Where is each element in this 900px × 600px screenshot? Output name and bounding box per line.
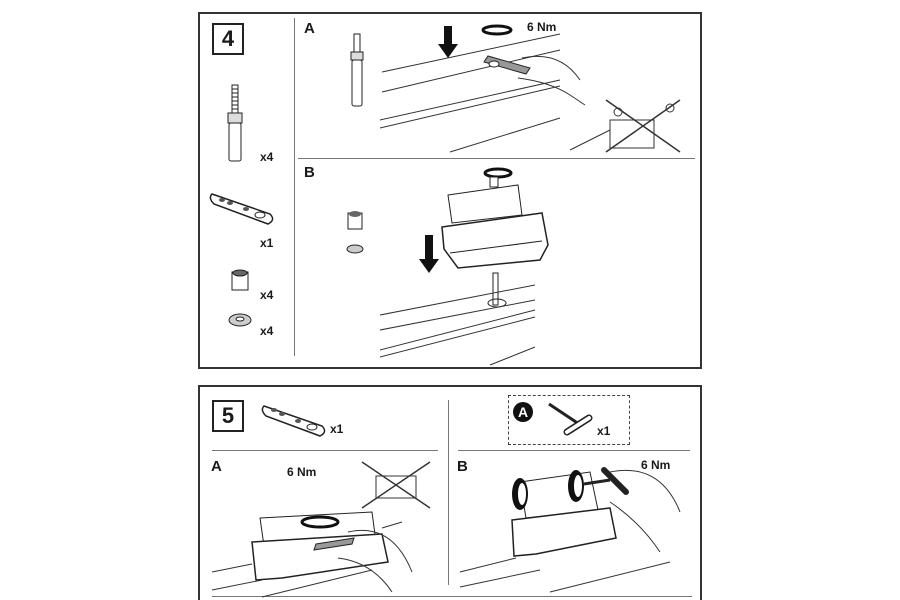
wrench-plate-icon — [208, 188, 278, 228]
part-qty: x1 — [330, 422, 344, 436]
no-toolbox-icon — [606, 100, 680, 152]
no-toolbox-icon — [362, 462, 430, 508]
tighten-bolts-illustration — [460, 462, 690, 597]
foot-mount-illustration — [340, 165, 700, 360]
tool-box — [508, 395, 630, 445]
torque-value: 6 Nm — [641, 458, 671, 472]
step-number: 4 — [212, 23, 244, 55]
spring-washer-icon — [228, 312, 254, 328]
panel-label: B — [304, 164, 315, 181]
wrench-plate-icon — [260, 400, 330, 440]
tool-badge: A — [513, 402, 533, 422]
part-qty: x4 — [260, 288, 274, 302]
step-number: 5 — [212, 400, 244, 432]
torque-value: 6 Nm — [287, 465, 317, 479]
divider — [212, 450, 438, 451]
bolt-spacer-icon — [222, 85, 252, 165]
step-5-frame — [198, 385, 702, 600]
divider — [212, 596, 692, 597]
panel-label: A — [211, 458, 222, 475]
part-qty: x4 — [260, 150, 274, 164]
t-handle-key-icon — [545, 400, 595, 436]
divider — [458, 450, 690, 451]
tool-qty: x1 — [597, 424, 611, 438]
panel-label: A — [304, 20, 315, 37]
step-4-frame — [198, 12, 702, 369]
hex-nut-icon — [230, 268, 252, 294]
part-qty: x1 — [260, 236, 274, 250]
torque-value: 6 Nm — [527, 20, 557, 34]
tighten-nut-illustration — [212, 462, 442, 597]
divider — [448, 400, 449, 585]
roof-rail-illustration — [370, 20, 700, 155]
panel-label: B — [457, 458, 468, 475]
divider — [298, 158, 695, 159]
part-qty: x4 — [260, 324, 274, 338]
divider — [294, 18, 295, 356]
